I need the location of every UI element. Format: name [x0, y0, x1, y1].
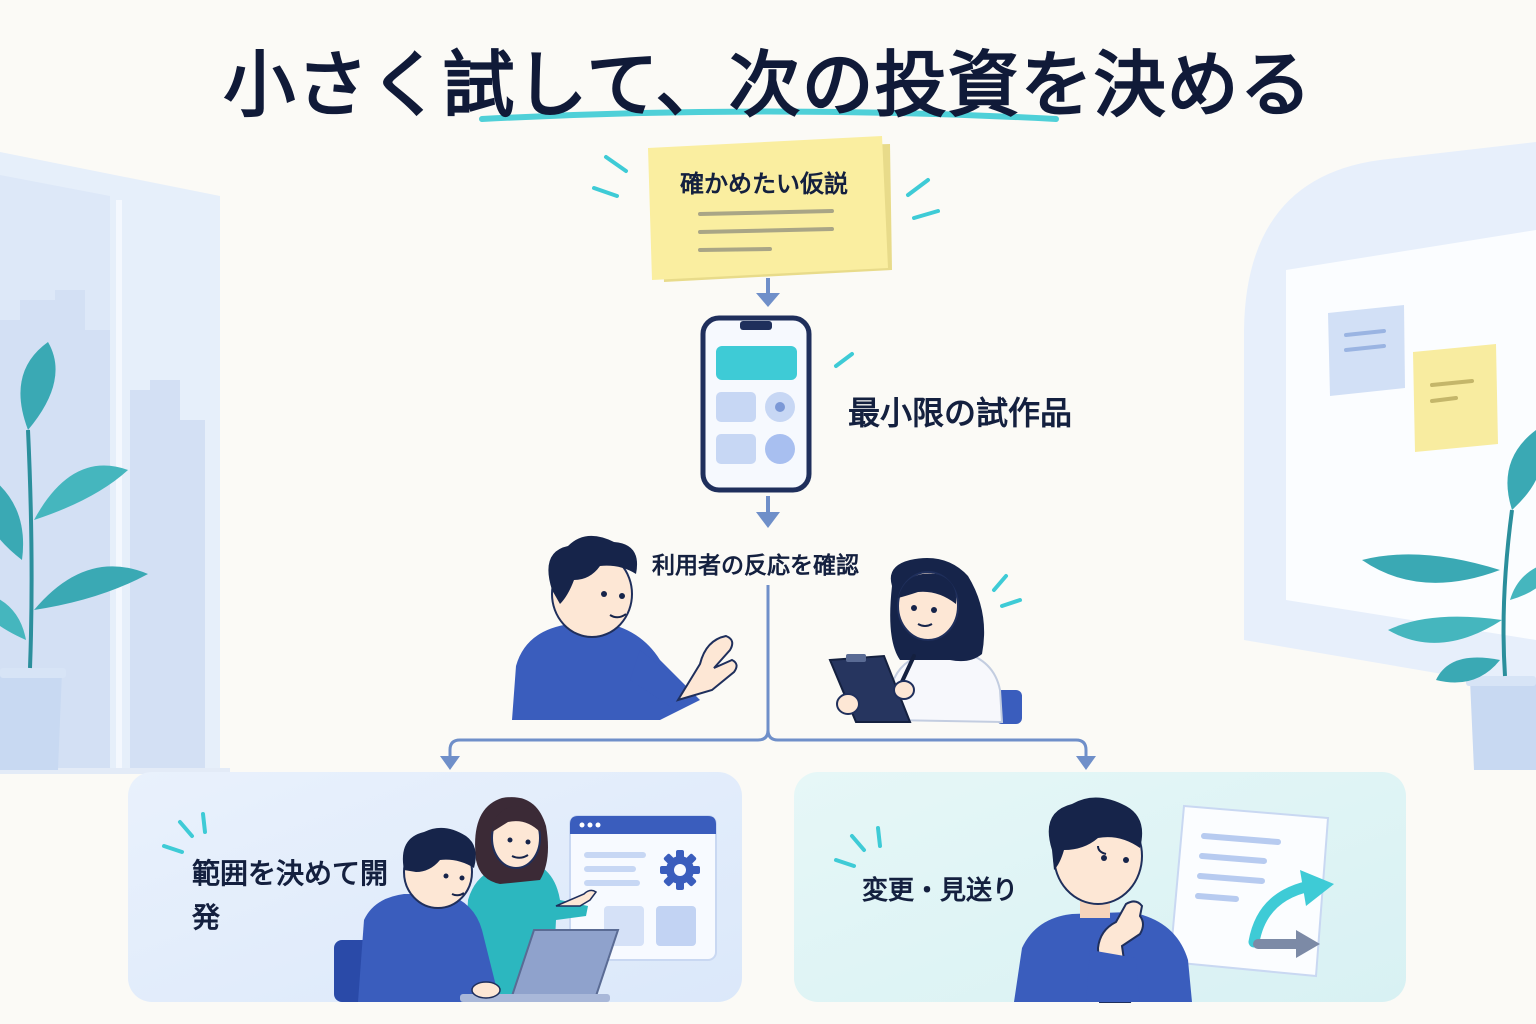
sticky-note-icon: [1413, 344, 1498, 452]
accent-marks: [162, 812, 207, 854]
smartphone-icon: [700, 315, 812, 493]
flow-arrow: [440, 756, 460, 770]
whiteboard: [1244, 142, 1536, 690]
flow-arrow: [756, 496, 780, 528]
step-prototype-label: 最小限の試作品: [848, 394, 1073, 432]
plant-icon: [1362, 430, 1536, 770]
accent-marks: [834, 826, 882, 868]
title-underline: [479, 108, 1059, 122]
person-coding: [334, 827, 620, 1002]
person-explaining: [512, 535, 738, 720]
laptop-icon: [460, 929, 620, 1002]
person-thinking: [1014, 797, 1192, 1003]
accent-marks: [592, 155, 1022, 608]
plant-icon: [0, 342, 148, 770]
flow-arrow: [756, 278, 780, 307]
browser-window: [569, 815, 717, 961]
document-icon: [1168, 804, 1330, 978]
outcome-change-label: 変更・見送り: [862, 876, 1019, 906]
person-taking-notes: [828, 558, 1022, 724]
step-check-reaction-label: 利用者の反応を確認: [652, 553, 859, 579]
person-pointing: [462, 797, 598, 1000]
outcome-develop-label: 範囲を決めて開発: [192, 857, 389, 934]
window-icon: [0, 152, 230, 774]
flow-arrow: [1076, 756, 1096, 770]
sticky-note-icon: [1328, 305, 1405, 396]
page-title: 小さく試して、次の投資を決める: [223, 43, 1313, 127]
gear-icon: [660, 850, 700, 890]
curved-arrow-icon: [1248, 870, 1334, 958]
hypothesis-note: [648, 136, 892, 282]
branch-connector: [448, 585, 1088, 758]
step-hypothesis-label: 確かめたい仮説: [680, 170, 848, 198]
